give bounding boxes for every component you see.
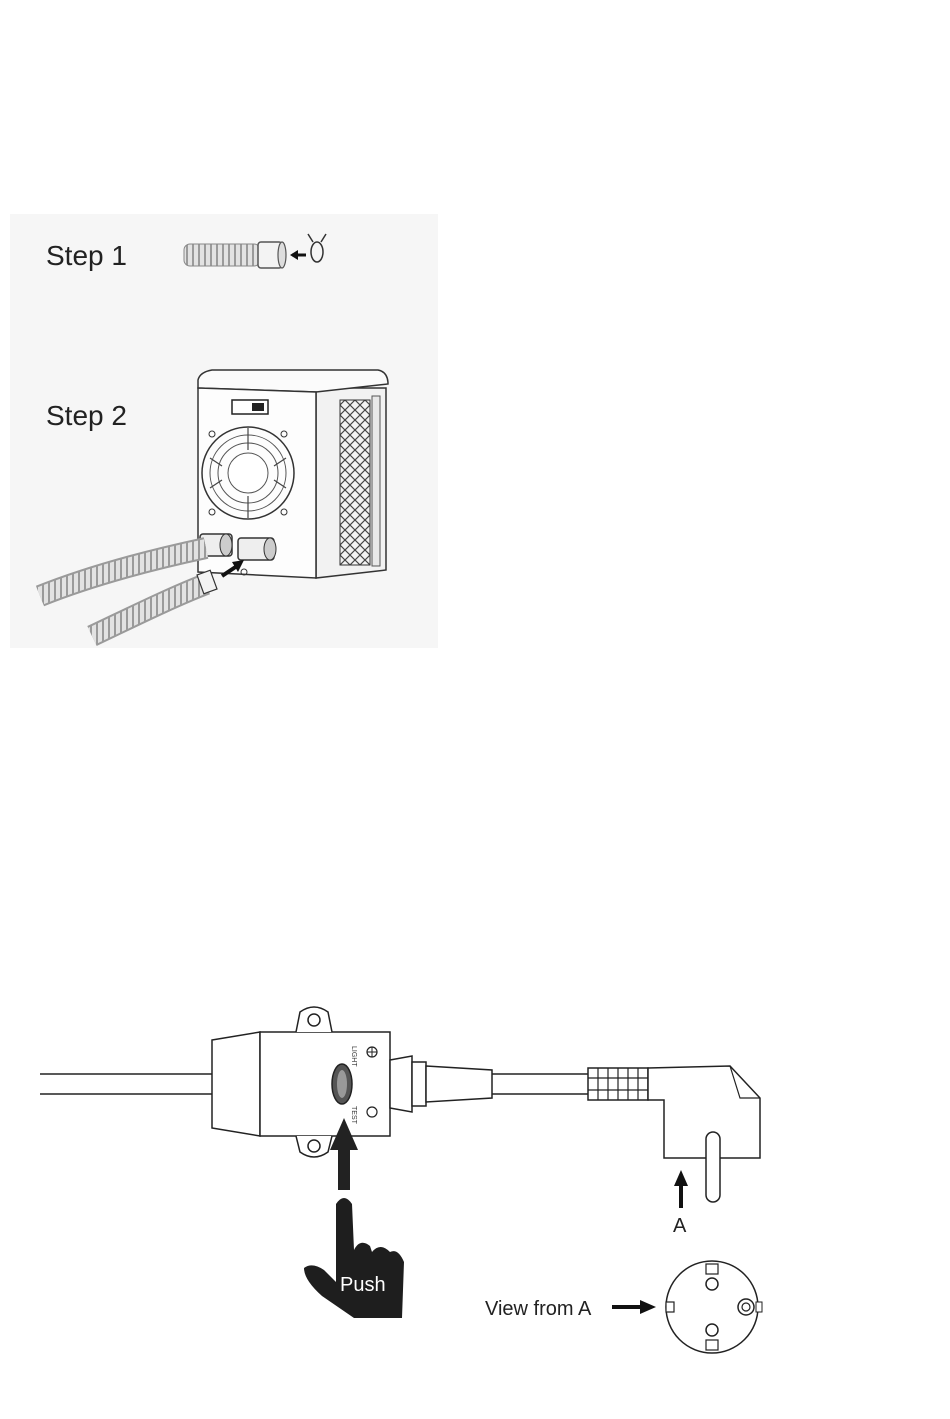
test-label: TEST [350, 1106, 357, 1125]
plug-face-view-icon [666, 1261, 762, 1353]
view-from-a-label: View from A [485, 1298, 592, 1320]
step1-hose-illustration [184, 234, 326, 268]
a-label: A [673, 1215, 687, 1237]
plug-diagram: LIGHT TEST [40, 1007, 762, 1353]
heat-pump-illustration [40, 370, 388, 636]
push-label: Push [340, 1274, 386, 1296]
light-label: LIGHT [350, 1046, 357, 1067]
pointing-hand-icon [304, 1198, 404, 1318]
hose-clamp-icon [308, 234, 326, 262]
